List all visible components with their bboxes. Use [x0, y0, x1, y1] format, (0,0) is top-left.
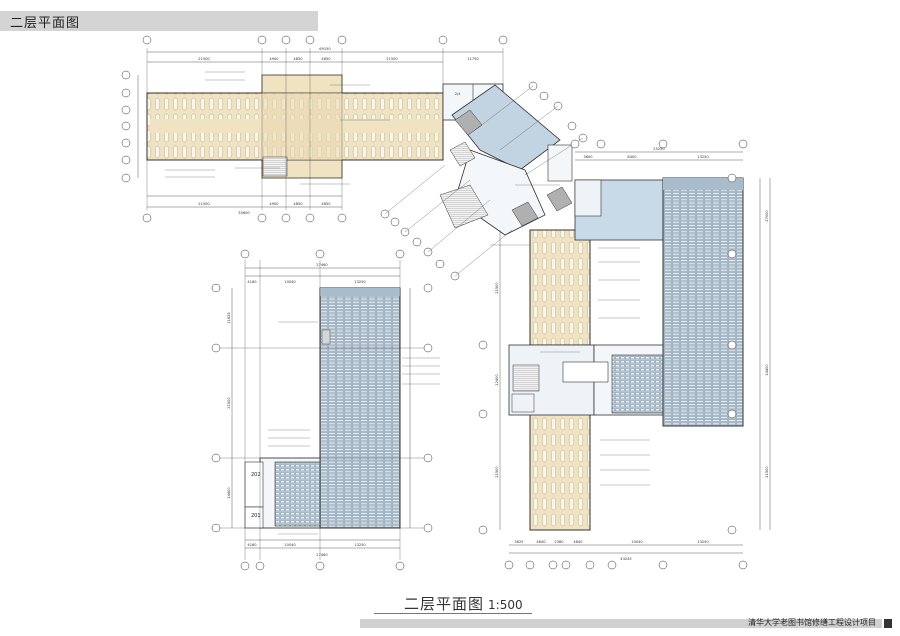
dimension-text: 13250 — [697, 155, 709, 159]
dimension-text: 25250 — [653, 147, 665, 151]
dimension-text: 4840 — [536, 540, 546, 544]
dimension-text: 21500 — [198, 202, 210, 206]
dimension-text: 3600 — [583, 155, 593, 159]
dimension-text: 11625 — [227, 312, 231, 323]
dimension-text: 10040 — [631, 540, 643, 544]
footer-end-block — [884, 619, 892, 628]
caption-underline — [374, 613, 532, 614]
dimension-text: 4900 — [269, 57, 279, 61]
dimension-text: 8400 — [627, 155, 637, 159]
dimension-text: 3625 — [514, 540, 523, 544]
dimension-text: 69150 — [319, 47, 331, 51]
dimension-labels: 21500 4900 4850 4850 21500 11750 69150 21500 490… — [198, 47, 769, 561]
caption-scale: 1:500 — [488, 598, 523, 612]
dimension-text: 11750 — [467, 57, 479, 61]
dimension-text: 43245 — [620, 557, 631, 561]
dimension-text: 10040 — [284, 280, 296, 284]
dimension-text: 14400 — [765, 364, 769, 376]
dimension-text: 21500 — [198, 57, 210, 61]
room-202-label: 202 — [251, 472, 261, 478]
page-title: 二层平面图 — [10, 16, 81, 31]
dimension-text: 13250 — [697, 540, 709, 544]
dimension-text: 4900 — [269, 202, 279, 206]
dimension-text: 21500 — [495, 466, 499, 478]
dimension-text: 4850 — [293, 202, 303, 206]
dimension-text: 21500 — [765, 466, 769, 478]
dimension-text: 4850 — [293, 57, 303, 61]
connector-block — [380, 81, 588, 281]
dimension-text: 13250 — [354, 543, 366, 547]
dimension-text: 4160 — [247, 543, 257, 547]
dimension-text: 21500 — [386, 57, 398, 61]
dimension-text: 12400 — [495, 374, 499, 386]
dimension-text: 27460 — [316, 553, 328, 557]
header-band: 二层平面图 — [0, 11, 318, 31]
dimension-text: 4850 — [321, 57, 331, 61]
footer-band: 清华大学老图书馆修缮工程设计项目 — [360, 618, 882, 628]
project-name: 清华大学老图书馆修缮工程设计项目 — [748, 618, 876, 627]
dimension-text: 27460 — [316, 263, 328, 267]
dimension-text: 2380 — [554, 540, 564, 544]
caption-title: 二层平面图 — [404, 595, 485, 613]
dimension-text: 4160 — [247, 280, 257, 284]
dimension-text: 10040 — [284, 543, 296, 547]
room-201-label: 201 — [251, 513, 261, 519]
dimension-text: 13250 — [354, 280, 366, 284]
dimension-text: 4850 — [321, 202, 331, 206]
dimension-text: 21500 — [495, 282, 499, 294]
east-wing — [478, 139, 771, 570]
dimension-text: 14400 — [227, 487, 231, 499]
dimension-text: 27000 — [765, 210, 769, 222]
dimension-text: 35600 — [238, 211, 250, 215]
dimension-text: 4840 — [573, 540, 583, 544]
southwest-wing: 202 201 — [211, 249, 440, 571]
svg-text:2/4: 2/4 — [455, 92, 460, 96]
dimension-text: 21500 — [227, 397, 231, 409]
